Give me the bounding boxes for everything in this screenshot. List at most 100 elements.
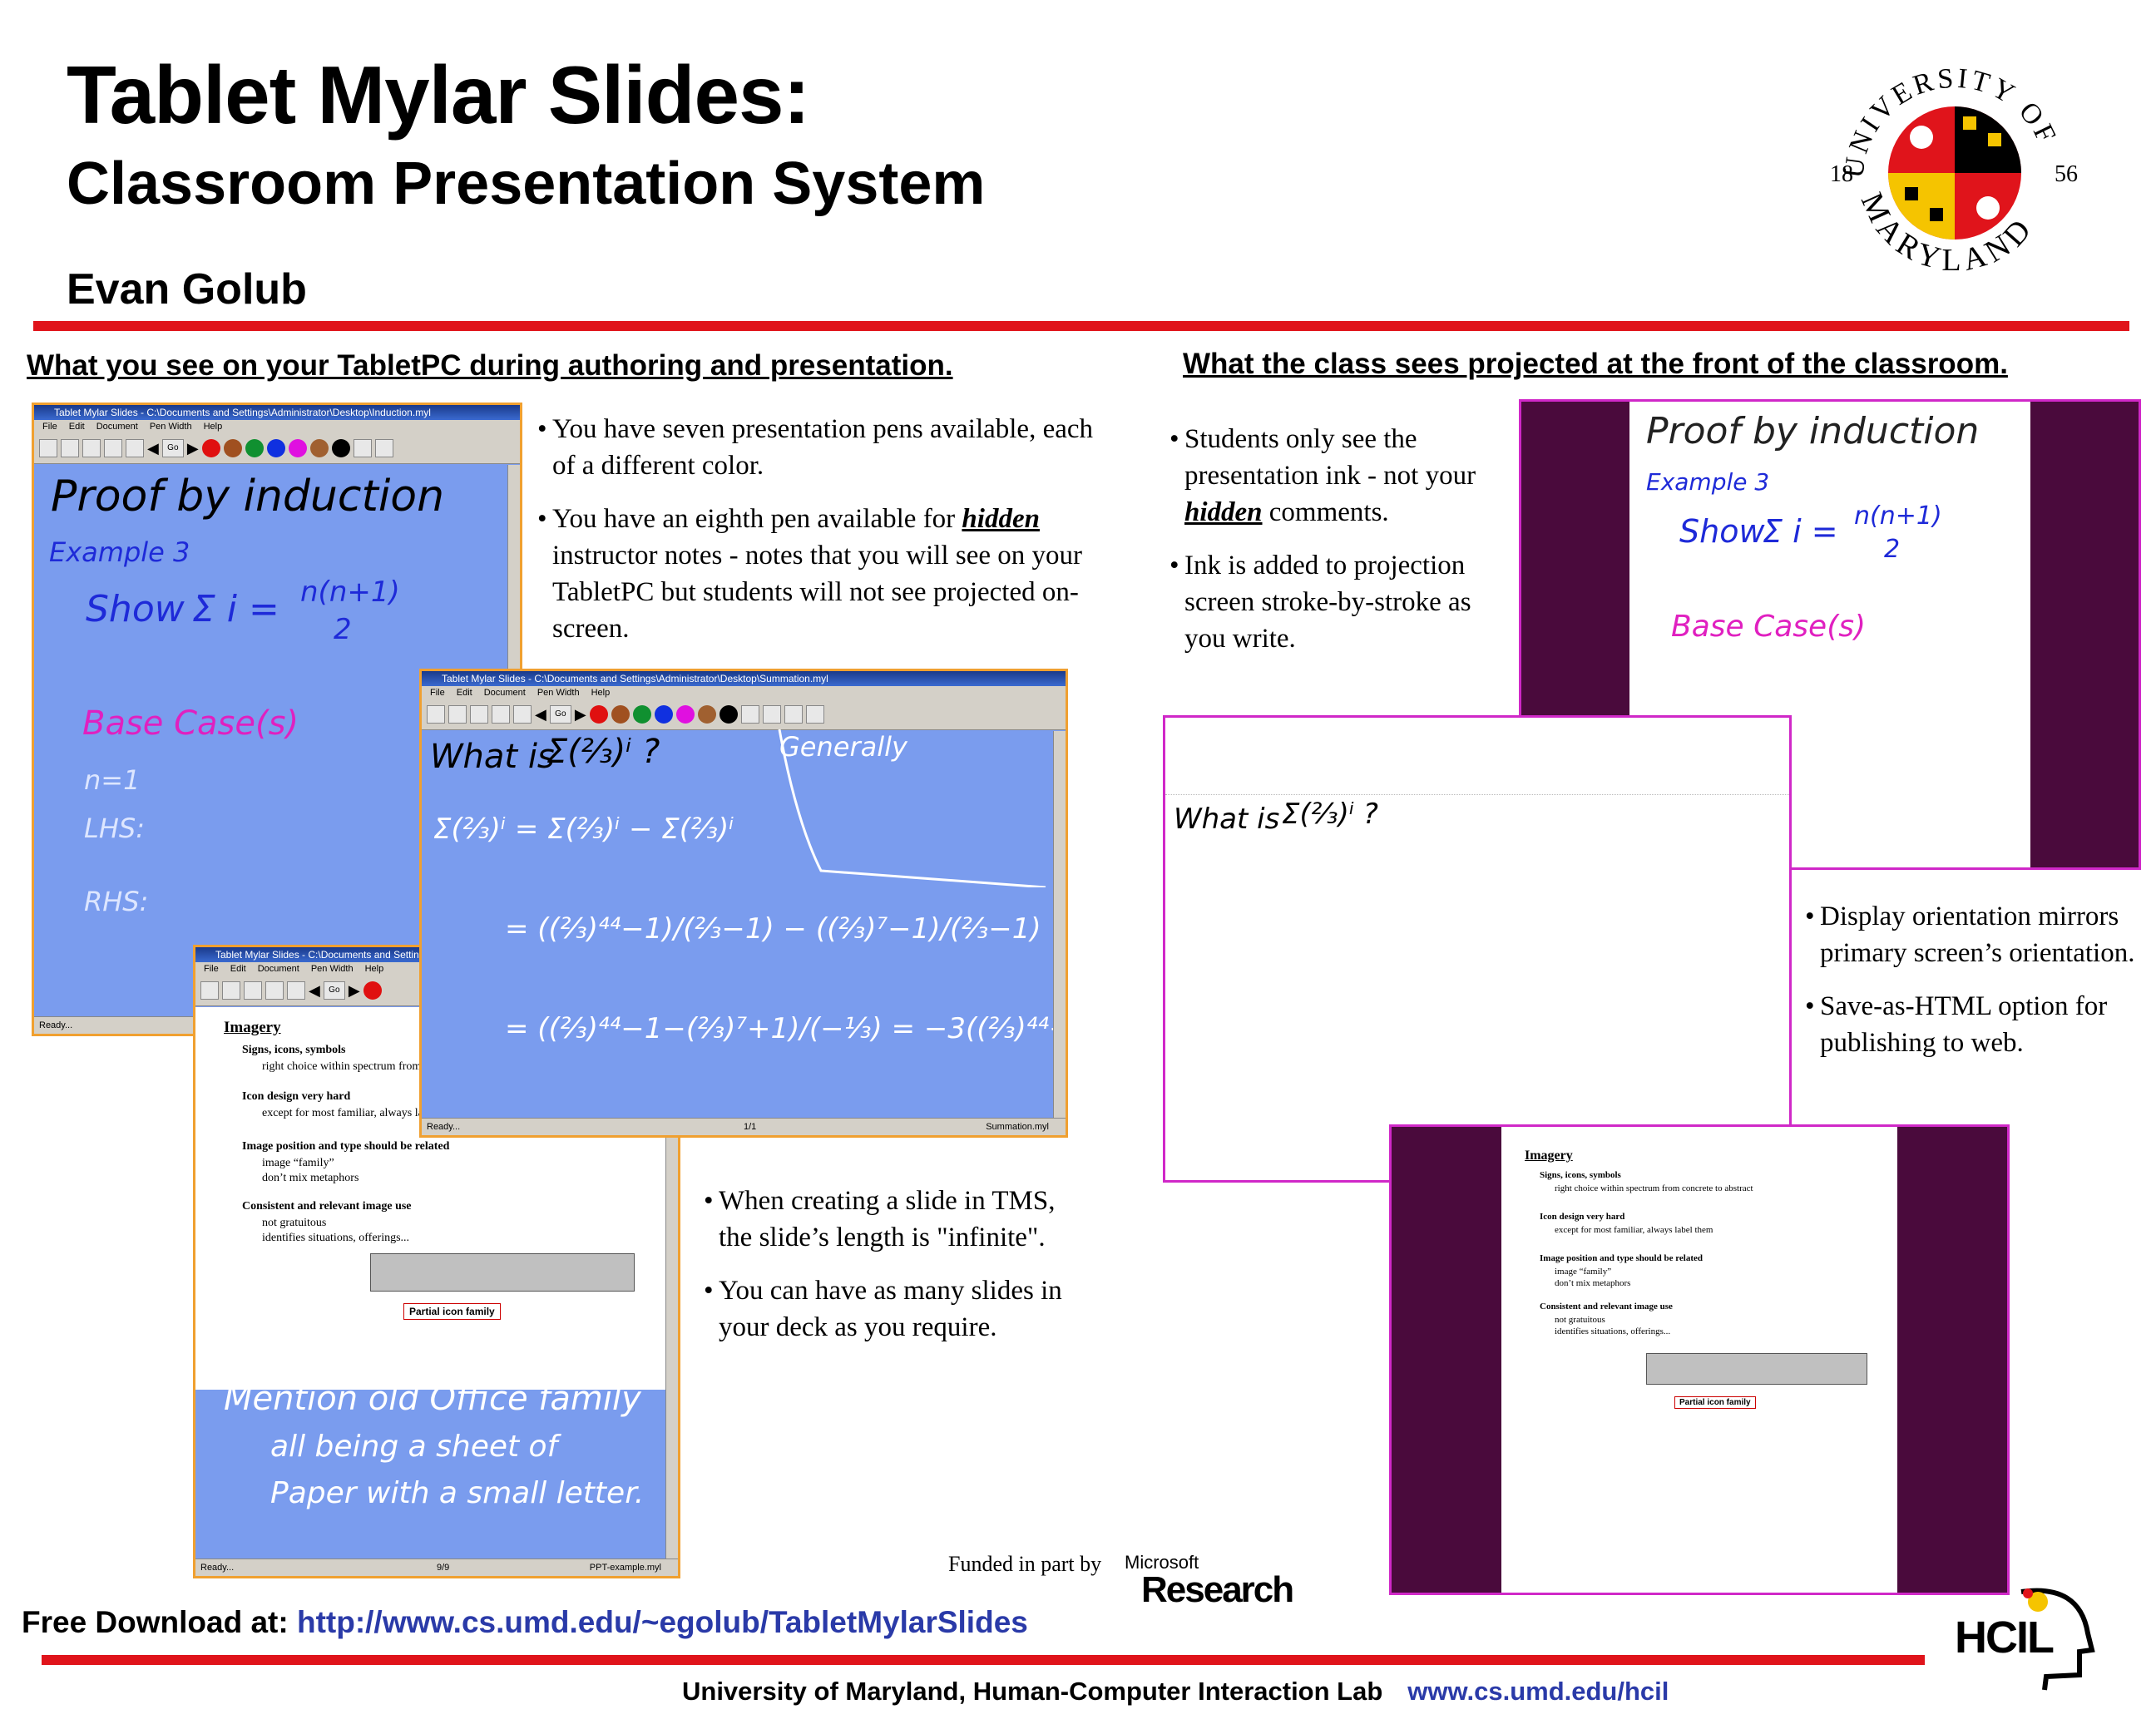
next-arrow-icon[interactable]: ▶ xyxy=(186,439,199,457)
hcil-head-icon xyxy=(2020,1588,2095,1691)
right-section-heading: What the class sees projected at the fro… xyxy=(1183,348,2008,380)
ink-divider-stroke xyxy=(778,729,1046,887)
page-indicator: 9/9 xyxy=(437,1563,450,1573)
menu-edit[interactable]: Edit xyxy=(456,688,472,698)
save-icon[interactable] xyxy=(82,439,101,457)
icon-family-strip xyxy=(370,1253,635,1292)
pen-brown-icon[interactable] xyxy=(223,439,242,457)
save-icon[interactable] xyxy=(244,981,262,1000)
new-icon[interactable] xyxy=(427,705,445,724)
menu-document[interactable]: Document xyxy=(96,422,138,432)
pen-red-icon[interactable] xyxy=(589,705,608,724)
pen-blue-icon[interactable] xyxy=(266,439,285,457)
vertical-scrollbar[interactable] xyxy=(1053,731,1066,1119)
go-button[interactable]: Go xyxy=(161,439,184,457)
ink-what-is: What is xyxy=(1174,803,1280,836)
menu-document[interactable]: Document xyxy=(483,688,526,698)
prev-arrow-icon[interactable]: ◀ xyxy=(147,439,159,457)
tms-window-summation[interactable]: Tablet Mylar Slides - C:\Documents and S… xyxy=(419,669,1068,1138)
menu-edit[interactable]: Edit xyxy=(230,964,246,974)
pen-green-icon[interactable] xyxy=(632,705,651,724)
menu-help[interactable]: Help xyxy=(364,964,384,974)
pen-black-icon[interactable] xyxy=(331,439,350,457)
slide-top-line xyxy=(1165,794,1789,795)
open-icon[interactable] xyxy=(448,705,467,724)
umd-logo: UNIVERSITY OF MARYLAND 18 56 xyxy=(1822,33,2088,299)
vertical-scrollbar[interactable] xyxy=(665,1007,678,1559)
prev-arrow-icon[interactable]: ◀ xyxy=(535,705,546,723)
ink-base-case: Base Case(s) xyxy=(1671,610,1867,644)
ink-sum: Σ i = xyxy=(192,588,279,630)
new-icon[interactable] xyxy=(39,439,57,457)
pen-magenta-icon[interactable] xyxy=(675,705,695,724)
eraser-icon[interactable] xyxy=(740,705,759,724)
pen-blue-icon[interactable] xyxy=(654,705,673,724)
undo-icon[interactable] xyxy=(784,705,803,724)
page2-icon[interactable] xyxy=(513,705,532,724)
imagery-sub-3b: don’t mix metaphors xyxy=(1555,1278,1631,1288)
menu-pen-width[interactable]: Pen Width xyxy=(149,422,192,432)
pen-black-icon[interactable] xyxy=(719,705,738,724)
pen-red-icon[interactable] xyxy=(363,981,382,1000)
page-icon[interactable] xyxy=(492,705,510,724)
download-link[interactable]: http://www.cs.umd.edu/~egolub/TabletMyla… xyxy=(296,1605,1028,1639)
icon-family-strip xyxy=(1646,1353,1867,1385)
imagery-item-4: Consistent and relevant image use xyxy=(242,1200,412,1213)
eraser-icon[interactable] xyxy=(353,439,372,457)
menu-edit[interactable]: Edit xyxy=(68,422,85,432)
menu-help[interactable]: Help xyxy=(203,422,223,432)
ms-big-text: Research xyxy=(1141,1569,1294,1610)
imagery-sub-2: except for most familiar, always label t… xyxy=(262,1107,464,1119)
file-name: PPT-example.myl xyxy=(589,1563,661,1573)
tools-icon[interactable] xyxy=(762,705,781,724)
pen-magenta-icon[interactable] xyxy=(288,439,307,457)
pen-tan-icon[interactable] xyxy=(309,439,329,457)
menu-document[interactable]: Document xyxy=(257,964,299,974)
ink-what-is-sum: Σ(²⁄₃)ⁱ ? xyxy=(1282,798,1378,831)
menu-pen-width[interactable]: Pen Width xyxy=(537,688,580,698)
pen-brown-icon[interactable] xyxy=(611,705,630,724)
ink-generally: Generally xyxy=(779,731,907,763)
ink-mention-2: all being a sheet of xyxy=(270,1430,558,1464)
logo-year-right: 56 xyxy=(2055,161,2078,187)
page-icon[interactable] xyxy=(265,981,284,1000)
open-icon[interactable] xyxy=(222,981,240,1000)
pen-green-icon[interactable] xyxy=(245,439,264,457)
ink-base-case: Base Case(s) xyxy=(82,704,299,743)
menu-file[interactable]: File xyxy=(204,964,219,974)
menu-file[interactable]: File xyxy=(430,688,445,698)
pen-tan-icon[interactable] xyxy=(697,705,716,724)
menu-bar[interactable]: File Edit Document Pen Width Help xyxy=(422,686,1066,699)
imagery-sub-3a: image “family” xyxy=(262,1157,334,1169)
go-button[interactable]: Go xyxy=(323,981,345,1000)
left-section-heading: What you see on your TabletPC during aut… xyxy=(27,349,953,382)
imagery-sub-4b: identifies situations, offerings... xyxy=(262,1232,410,1244)
next-arrow-icon[interactable]: ▶ xyxy=(574,705,586,723)
imagery-item-4: Consistent and relevant image use xyxy=(1540,1302,1673,1312)
tools-icon[interactable] xyxy=(374,439,393,457)
next-arrow-icon[interactable]: ▶ xyxy=(348,981,360,999)
menu-bar[interactable]: File Edit Document Pen Width Help xyxy=(34,420,520,433)
open-icon[interactable] xyxy=(61,439,79,457)
menu-pen-width[interactable]: Pen Width xyxy=(310,964,354,974)
menu-help[interactable]: Help xyxy=(591,688,611,698)
pen-red-icon[interactable] xyxy=(201,439,220,457)
lab-link[interactable]: www.cs.umd.edu/hcil xyxy=(1407,1677,1669,1706)
save-icon[interactable] xyxy=(470,705,488,724)
imagery-item-1: Signs, icons, symbols xyxy=(242,1044,346,1056)
ink-rhs: RHS: xyxy=(84,886,149,917)
window-title-bar[interactable]: Tablet Mylar Slides - C:\Documents and S… xyxy=(34,405,520,420)
menu-file[interactable]: File xyxy=(42,422,57,432)
new-icon[interactable] xyxy=(200,981,219,1000)
ink-example: Example 3 xyxy=(1646,468,1770,496)
clipboard-icon[interactable] xyxy=(805,705,824,724)
bullet-students-see: Students only see the presentation ink -… xyxy=(1169,421,1519,531)
imagery-sub-4a: not gratuitous xyxy=(1555,1315,1605,1325)
page-icon[interactable] xyxy=(104,439,122,457)
prev-arrow-icon[interactable]: ◀ xyxy=(309,981,320,999)
go-button[interactable]: Go xyxy=(549,705,571,724)
window-title-bar[interactable]: Tablet Mylar Slides - C:\Documents and S… xyxy=(422,671,1066,686)
page2-icon[interactable] xyxy=(287,981,305,1000)
imagery-sub-3a: image “family” xyxy=(1555,1267,1612,1277)
page2-icon[interactable] xyxy=(126,439,144,457)
